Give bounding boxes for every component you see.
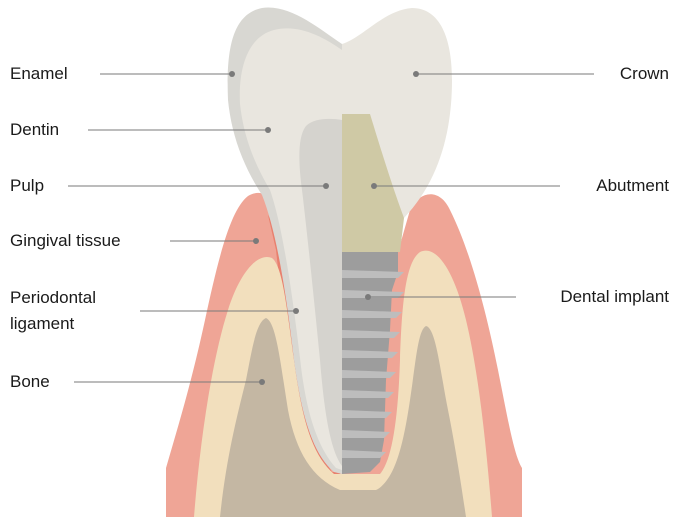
dot-pulp (323, 183, 329, 189)
label-bone: Bone (10, 371, 50, 393)
dot-enamel (229, 71, 235, 77)
label-crown: Crown (620, 63, 669, 85)
label-periodontal-line2: ligament (10, 313, 74, 335)
label-dental-implant: Dental implant (560, 286, 669, 308)
label-gingival-tissue: Gingival tissue (10, 230, 121, 252)
label-periodontal-line1: Periodontal (10, 287, 96, 309)
dot-implant (365, 294, 371, 300)
dot-abutment (371, 183, 377, 189)
label-enamel: Enamel (10, 63, 68, 85)
dot-crown (413, 71, 419, 77)
dot-periodontal (293, 308, 299, 314)
dot-bone (259, 379, 265, 385)
dot-dentin (265, 127, 271, 133)
label-pulp: Pulp (10, 175, 44, 197)
label-dentin: Dentin (10, 119, 59, 141)
label-abutment: Abutment (596, 175, 669, 197)
dot-gingival (253, 238, 259, 244)
